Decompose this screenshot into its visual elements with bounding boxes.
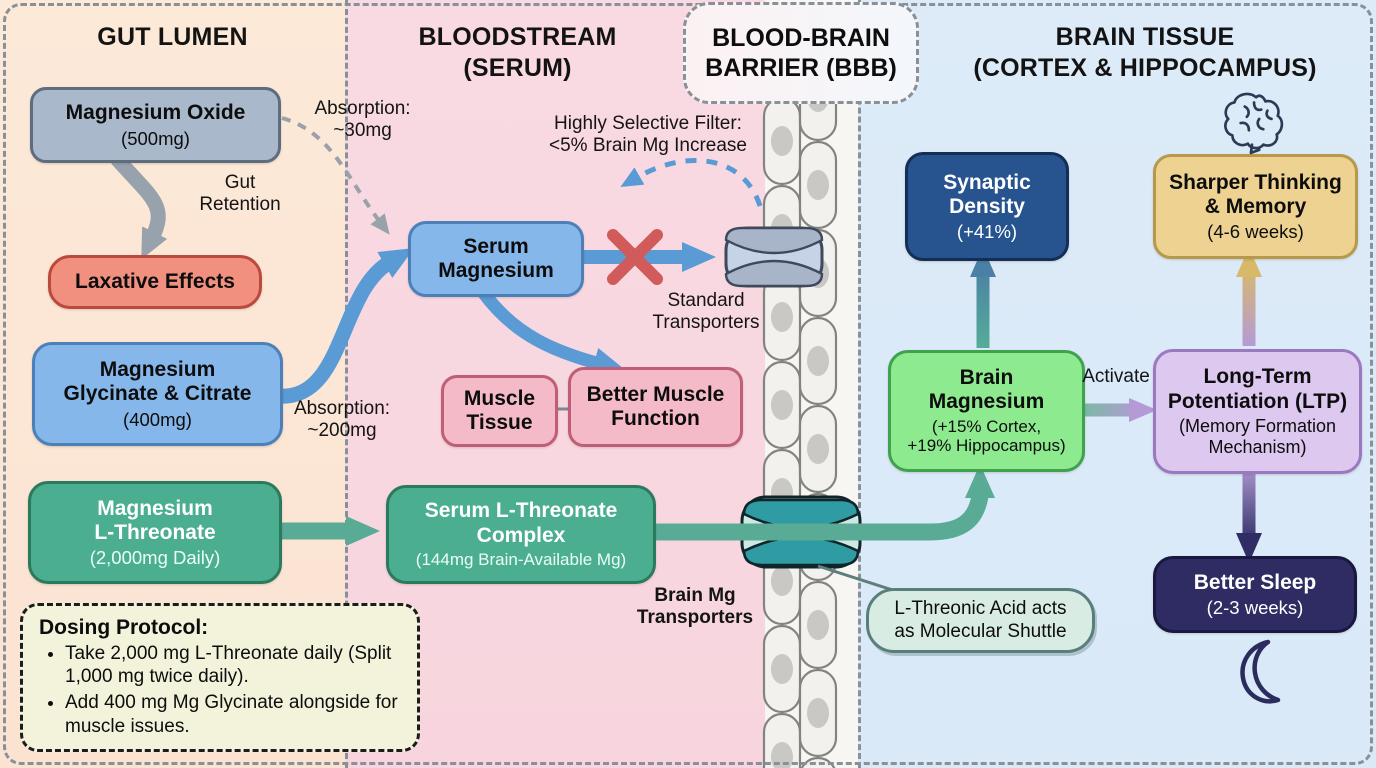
ltp-box: Long-Term Potentiation (LTP) (Memory For… (1153, 349, 1362, 474)
better-sleep-box: Better Sleep (2-3 weeks) (1153, 556, 1357, 633)
muscle-tissue-box: Muscle Tissue (441, 375, 558, 447)
crescent-moon-icon (1222, 634, 1292, 711)
serum-l-threonate-box: Serum L-Threonate Complex (144mg Brain-A… (386, 485, 656, 584)
bbb-cell-wall (762, 52, 838, 768)
activate-label: Activate (1082, 366, 1150, 387)
glycinate-absorption-arrow (269, 247, 415, 404)
laxative-effects-box: Laxative Effects (48, 255, 262, 309)
gut-retention-arrow (110, 152, 168, 260)
brain-magnesium-box: Brain Magnesium (+15% Cortex, +19% Hippo… (888, 350, 1085, 472)
bloodstream-title: BLOODSTREAM (SERUM) (418, 23, 617, 82)
absorption-glycinate-label: Absorption: ~200mg (293, 398, 391, 442)
l-threonic-shuttle-bubble: L-Threonic Acid acts as Molecular Shuttl… (866, 588, 1095, 653)
divider-gut-blood (345, 0, 348, 768)
better-muscle-function-box: Better Muscle Function (568, 367, 743, 447)
filter-rejection-arrow (620, 158, 763, 207)
gut-lumen-title: GUT LUMEN (97, 23, 248, 51)
magnesium-oxide-box: Magnesium Oxide (500mg) (30, 87, 281, 163)
sharper-thinking-box: Sharper Thinking & Memory (4-6 weeks) (1153, 154, 1358, 259)
standard-transporter-channel-icon (724, 226, 824, 288)
bbb-title: BLOOD-BRAIN BARRIER (BBB) (683, 2, 919, 104)
standard-transporters-label: Standard Transporters (652, 290, 760, 334)
dosing-protocol-title: Dosing Protocol: (39, 616, 209, 639)
brain-mg-transporters-label: Brain Mg Transporters (636, 585, 754, 629)
dosing-bullet: Take 2,000 mg L-Threonate daily (Split 1… (65, 642, 403, 688)
gut-retention-label: Gut Retention (199, 172, 281, 216)
dosing-protocol-box: Dosing Protocol: Take 2,000 mg L-Threona… (20, 603, 420, 752)
brain-icon (1218, 88, 1288, 161)
magnesium-l-threonate-box: Magnesium L-Threonate (2,000mg Daily) (28, 481, 282, 584)
magnesium-glycinate-box: Magnesium Glycinate & Citrate (400mg) (32, 342, 283, 446)
absorption-oxide-label: Absorption: ~30mg (314, 98, 411, 142)
brain-tissue-title: BRAIN TISSUE (CORTEX & HIPPOCAMPUS) (973, 23, 1317, 82)
serum-to-muscle-arrow (476, 285, 628, 377)
dosing-bullet: Add 400 mg Mg Glycinate alongside for mu… (65, 691, 403, 737)
selective-filter-label: Highly Selective Filter: <5% Brain Mg In… (548, 113, 747, 157)
dosing-protocol-list: Take 2,000 mg L-Threonate daily (Split 1… (39, 642, 403, 738)
serum-magnesium-box: Serum Magnesium (408, 221, 584, 297)
red-x-icon (607, 229, 663, 285)
threonate-crossing-arrow (652, 464, 995, 541)
divider-bbb-brain (858, 0, 861, 768)
synaptic-density-box: Synaptic Density (+41%) (905, 152, 1069, 261)
oxide-absorption-arrow (281, 116, 390, 235)
